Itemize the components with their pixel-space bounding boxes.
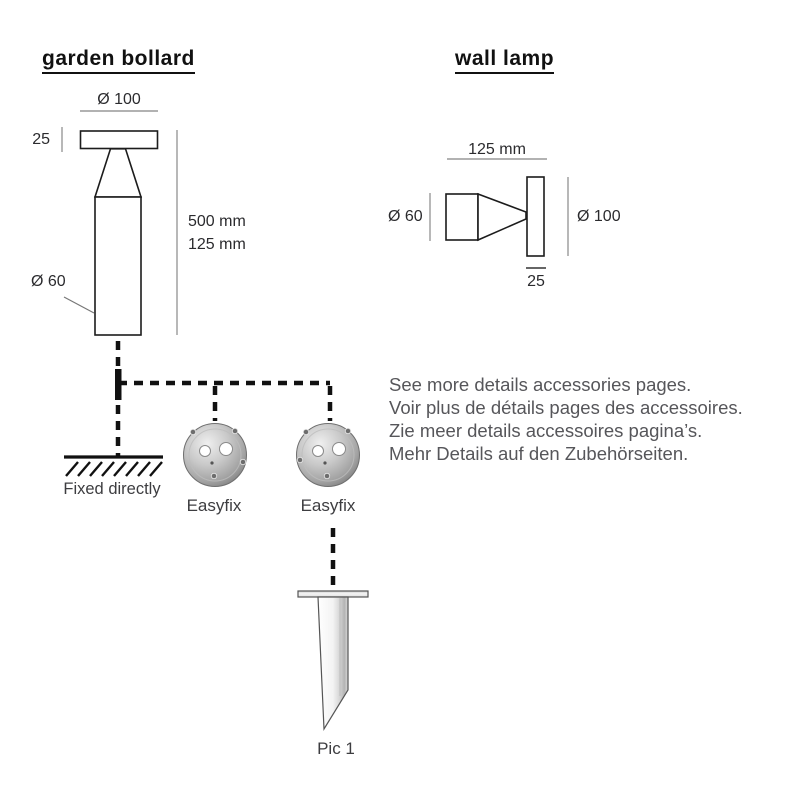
bollard-dimension-lines xyxy=(61,110,178,335)
bollard-body-diameter-label: Ø 60 xyxy=(31,273,66,290)
ground-spike-image xyxy=(297,590,369,731)
plate1-screw-holes xyxy=(189,427,247,480)
plate2-center-mark xyxy=(323,461,327,465)
bollard-height-label: 500 mm xyxy=(188,213,246,230)
note-line-de: Mehr Details auf den Zubehörseiten. xyxy=(389,443,689,464)
note-line-nl: Zie meer details accessoires pagina’s. xyxy=(389,420,703,441)
easyfix-plate-1-image xyxy=(183,423,247,487)
ground-hatching xyxy=(65,461,163,477)
plate1-center-mark xyxy=(210,461,214,465)
bollard-cap xyxy=(79,130,159,150)
spike-blade xyxy=(317,596,349,731)
plate2-hole-right xyxy=(332,442,346,456)
bollard-cap-diameter-label: Ø 100 xyxy=(97,91,141,108)
wall-lamp-plate-thickness-label: 25 xyxy=(527,273,545,290)
junction-bar xyxy=(115,369,122,400)
wall-lamp-cone xyxy=(477,192,527,242)
bollard-cone xyxy=(93,148,143,198)
plate2-hole-left xyxy=(312,445,324,457)
bollard-cap-thickness-label: 25 xyxy=(32,131,50,148)
fixed-directly-label: Fixed directly xyxy=(63,480,161,498)
easyfix-plate-2-image xyxy=(296,423,360,487)
bollard-body xyxy=(94,196,142,336)
pic-1-label: Pic 1 xyxy=(317,739,355,758)
wall-lamp-plate-diameter-label: Ø 100 xyxy=(577,208,621,225)
plate1-hole-right xyxy=(219,442,233,456)
wall-lamp-body-diameter-label: Ø 60 xyxy=(388,208,423,225)
easyfix-1-label: Easyfix xyxy=(186,496,242,515)
wall-lamp-dimension-lines xyxy=(429,158,569,256)
bollard-height-alt-label: 125 mm xyxy=(188,236,246,253)
note-line-en: See more details accessories pages. xyxy=(389,374,692,395)
bollard-drawing xyxy=(61,110,178,336)
ground-symbol xyxy=(64,455,163,477)
wall-lamp-heading: wall lamp xyxy=(455,47,555,74)
plate1-hole-left xyxy=(199,445,211,457)
bollard-diameter-leader-line xyxy=(63,296,95,314)
wall-lamp-plate xyxy=(526,176,545,257)
wall-lamp-length-label: 125 mm xyxy=(468,141,526,158)
note-line-fr: Voir plus de détails pages des accessoir… xyxy=(389,397,743,418)
mounting-connection-lines xyxy=(115,341,336,590)
wall-lamp-body xyxy=(445,193,479,241)
spike-flange xyxy=(297,590,369,598)
easyfix-2-label: Easyfix xyxy=(300,496,356,515)
wall-lamp-drawing xyxy=(429,158,569,269)
plate2-screw-holes xyxy=(296,427,352,480)
garden-bollard-heading: garden bollard xyxy=(42,47,195,74)
